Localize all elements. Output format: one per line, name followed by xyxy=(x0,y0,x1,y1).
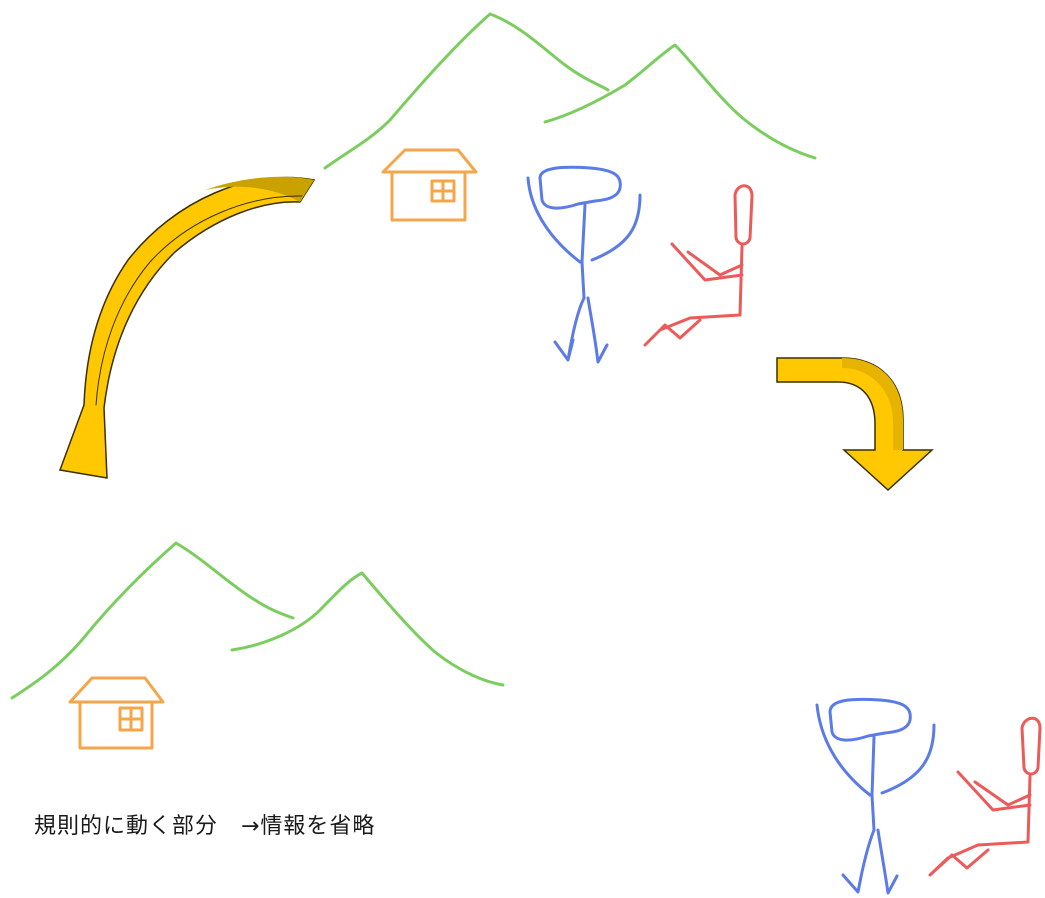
bottom-person-red-body xyxy=(976,774,1032,847)
curved-arrow-down-left-shade xyxy=(205,176,314,202)
top-person-blue-neck xyxy=(580,203,587,264)
top-house-roof xyxy=(381,148,478,174)
top-house xyxy=(381,148,478,222)
top-person-blue-leg-right xyxy=(586,296,609,364)
bent-arrow-down-icon xyxy=(776,357,934,492)
bottom-person-red xyxy=(928,716,1042,877)
top-house-body xyxy=(390,170,467,222)
top-person-blue-arm-left xyxy=(526,176,582,264)
bottom-mountain-left xyxy=(10,541,295,700)
top-person-red-legs xyxy=(643,316,702,347)
bent-arrow-down-shade xyxy=(842,358,903,450)
top-person-red-head xyxy=(733,184,754,246)
bottom-person-blue-neck xyxy=(870,735,876,797)
top-person-blue-head xyxy=(538,165,622,210)
bottom-house-roof xyxy=(68,676,165,704)
bottom-person-blue-leg-left xyxy=(841,828,876,894)
bottom-person-blue xyxy=(815,697,936,895)
bottom-mountains xyxy=(10,541,505,700)
curved-arrow-down-left-body xyxy=(58,176,316,479)
bottom-person-blue-body xyxy=(870,793,876,832)
bottom-person-blue-head xyxy=(828,697,912,742)
top-person-red-arms xyxy=(670,242,744,282)
top-person-blue-body xyxy=(580,260,586,300)
bottom-person-blue-leg-right xyxy=(876,828,899,895)
bottom-person-blue-arm-left xyxy=(815,703,872,797)
top-person-blue xyxy=(526,165,642,364)
bottom-person-red-arms xyxy=(956,770,1032,812)
top-person-blue-arm-right xyxy=(590,193,642,262)
curved-arrow-down-left-icon xyxy=(58,176,316,479)
top-person-red xyxy=(643,184,754,347)
bottom-house xyxy=(68,676,165,750)
bent-arrow-down-body xyxy=(776,357,934,492)
top-house-window-cross xyxy=(430,179,456,203)
caption-text: 規則的に動く部分 →情報を省略 xyxy=(34,814,376,839)
bottom-person-blue-arm-right xyxy=(880,723,936,795)
top-person-red-body xyxy=(688,244,744,320)
top-mountain-left xyxy=(323,12,610,170)
bottom-person-red-legs xyxy=(928,843,990,877)
bottom-house-window-cross xyxy=(118,706,144,732)
bottom-mountain-right xyxy=(230,571,505,687)
bottom-house-body xyxy=(78,700,154,750)
top-mountains xyxy=(323,12,817,170)
top-mountain-right xyxy=(543,43,817,160)
curved-arrow-down-left-edge xyxy=(95,195,303,406)
bottom-person-red-head xyxy=(1020,716,1042,776)
top-person-blue-leg-left xyxy=(553,296,586,362)
